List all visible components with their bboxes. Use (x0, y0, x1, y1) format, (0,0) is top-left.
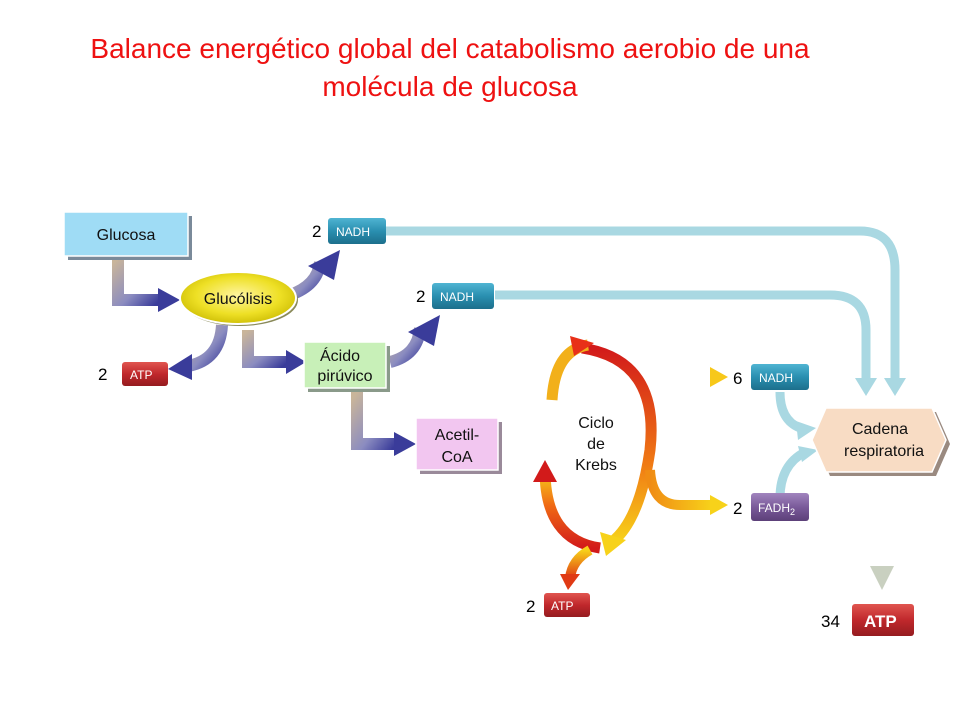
title-line-1: Balance energético global del catabolism… (90, 33, 810, 64)
node-glucosa: Glucosa (63, 211, 192, 260)
krebs-label-2: de (587, 436, 605, 453)
arrow-krebs-to-fadh (645, 469, 712, 510)
node-acido-label-2: pirúvico (317, 368, 372, 385)
badge-atp-cadena (852, 604, 914, 636)
count-atp-cadena: 34 (821, 612, 840, 631)
badge-atp-krebs (544, 593, 590, 617)
title-line-2: molécula de glucosa (322, 71, 578, 102)
badge-fadh-krebs (751, 493, 809, 521)
cadena-label-2: respiratoria (844, 443, 924, 460)
krebs-cycle (533, 336, 728, 590)
badge-atp-glucolisis (122, 362, 168, 386)
node-acido-label-1: Ácido (320, 346, 360, 365)
badge-nadh-piruvico (432, 283, 494, 309)
count-fadh-krebs: 2 (733, 499, 742, 518)
node-krebs-label: Ciclo de Krebs (575, 415, 617, 474)
label-fadh-text: FADH (758, 501, 790, 515)
arrow-glucolisis-to-atp (186, 324, 228, 372)
flow-arrowhead-1 (884, 378, 906, 396)
arrow-glucosa-to-glucolisis (112, 258, 160, 306)
krebs-label-3: Krebs (575, 457, 617, 474)
arrow-krebs-to-atp (565, 545, 593, 579)
krebs-arc-left (539, 469, 602, 554)
label-nadh-glucolisis: NADH (336, 225, 370, 239)
count-nadh-glucolisis: 2 (312, 222, 321, 241)
node-glucolisis: Glucólisis (179, 271, 298, 326)
product-atp-krebs: 2 ATP (526, 593, 590, 617)
node-acetil-coa: Acetil- CoA (415, 417, 502, 474)
count-nadh-piruvico: 2 (416, 287, 425, 306)
product-nadh-krebs: 6 NADH (733, 364, 809, 390)
arrow-glucolisis-to-acido-head (286, 350, 306, 374)
flow-line-nadh-glucolisis (386, 226, 900, 380)
flow-line-nadh-piruvico (495, 290, 871, 380)
label-nadh-krebs: NADH (759, 371, 793, 385)
product-fadh-krebs: 2 FADH2 (733, 493, 809, 521)
arrow-glucolisis-to-nadh-head (308, 250, 340, 280)
node-acido-piruvico: Ácido pirúvico (303, 341, 390, 392)
arrow-acido-to-nadh-head (408, 315, 440, 346)
product-nadh-piruvico: 2 NADH (416, 283, 494, 309)
arrow-glucosa-to-glucolisis-head (158, 288, 180, 312)
badge-nadh-krebs (751, 364, 809, 390)
flow-arrowhead-2 (855, 378, 877, 396)
arrow-acido-to-acetil (351, 392, 396, 450)
krebs-arc-left-head (533, 460, 557, 482)
krebs-arc-right (581, 342, 657, 547)
label-fadh-subscript: 2 (790, 507, 795, 517)
count-nadh-krebs: 6 (733, 369, 742, 388)
arrow-krebs-to-nadh-head (710, 367, 728, 387)
label-atp-glucolisis: ATP (130, 368, 152, 382)
cadena-label-1: Cadena (852, 421, 908, 438)
product-nadh-glucolisis: 2 NADH (312, 218, 386, 244)
arrow-cadena-to-atp-head (870, 566, 894, 590)
arrow-glucolisis-to-acido (242, 330, 288, 368)
product-atp-glucolisis: 2 ATP (98, 362, 168, 386)
node-acetil-label-2: CoA (441, 449, 472, 466)
flow-arrowhead-3 (796, 421, 816, 440)
arrow-krebs-to-atp-head (560, 574, 580, 590)
label-fadh-krebs: FADH2 (758, 501, 795, 517)
flow-arrowheads (796, 378, 906, 462)
flow-arrowhead-4 (798, 446, 818, 462)
krebs-arc-top-left-head (570, 336, 594, 356)
node-cadena-respiratoria: Cadena respiratoria (811, 407, 950, 476)
product-atp-cadena: 34 ATP (821, 604, 914, 636)
arrow-krebs-to-fadh-head (710, 495, 728, 515)
badge-nadh-glucolisis (328, 218, 386, 244)
node-acetil-label-1: Acetil- (435, 427, 479, 444)
label-nadh-piruvico: NADH (440, 290, 474, 304)
count-atp-glucolisis: 2 (98, 365, 107, 384)
label-atp-krebs: ATP (551, 599, 573, 613)
arrow-glucolisis-to-atp-head (168, 354, 192, 380)
page-title: Balance energético global del catabolism… (0, 30, 900, 106)
label-atp-cadena: ATP (864, 612, 897, 631)
krebs-label-1: Ciclo (578, 415, 614, 432)
node-glucolisis-label: Glucólisis (204, 291, 272, 308)
krebs-arc-right-head (600, 532, 626, 556)
count-atp-krebs: 2 (526, 597, 535, 616)
arrow-acido-to-acetil-head (394, 432, 416, 456)
node-glucosa-label: Glucosa (97, 227, 156, 244)
